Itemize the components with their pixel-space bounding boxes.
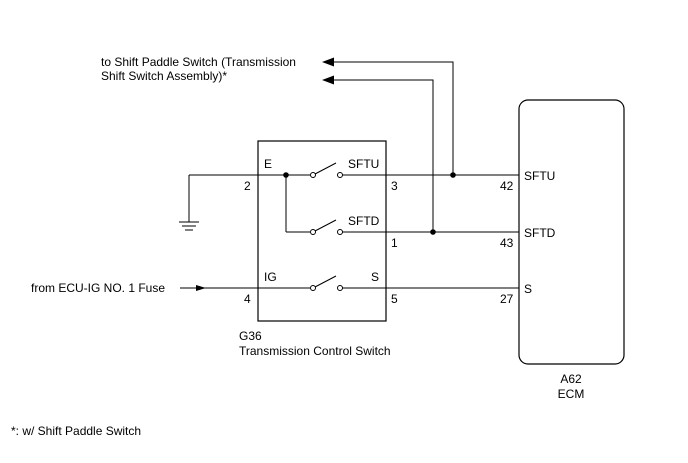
ecm-pin-s: 27 <box>500 292 514 306</box>
paddle-arrow-lower-icon <box>322 75 334 85</box>
ecm-component-name: ECM <box>558 387 585 401</box>
transmission-control-switch-box <box>257 140 387 322</box>
switch-terminal-sftd-label: SFTD <box>348 214 380 228</box>
switch-terminal-e-label: E <box>264 157 272 171</box>
switch-pin-sftu: 3 <box>391 179 398 193</box>
switch-terminal-sftu-label: SFTU <box>348 157 379 171</box>
paddle-arrow-upper-icon <box>322 57 334 67</box>
paddle-branch-lower-wire <box>334 79 434 232</box>
fuse-source-label: from ECU-IG NO. 1 Fuse <box>31 281 165 295</box>
switch-pin-s: 5 <box>391 292 398 306</box>
sftd-switch-icon <box>310 219 343 235</box>
ecm-terminal-s-label: S <box>524 282 532 296</box>
s-switch-icon <box>310 275 343 291</box>
switch-component-code: G36 <box>239 329 262 343</box>
ecm-pin-sftu: 42 <box>500 179 514 193</box>
sftu-switch-icon <box>310 162 343 178</box>
ground-icon <box>179 175 199 231</box>
switch-pin-e: 2 <box>244 179 251 193</box>
switch-terminal-s-label: S <box>371 270 379 284</box>
switch-pin-ig: 4 <box>244 292 251 306</box>
ecm-terminal-sftd-label: SFTD <box>524 226 556 240</box>
ecm-terminal-sftu-label: SFTU <box>524 169 555 183</box>
paddle-note-line2: Shift Switch Assembly)* <box>101 69 227 83</box>
paddle-note-line1: to Shift Paddle Switch (Transmission <box>101 55 296 69</box>
ecm-pin-sftd: 43 <box>500 236 514 250</box>
paddle-branch-upper-wire <box>334 61 454 175</box>
footnote: *: w/ Shift Paddle Switch <box>11 424 141 438</box>
ecm-component-code: A62 <box>560 372 582 386</box>
switch-terminal-ig-label: IG <box>264 270 277 284</box>
fuse-arrow-icon <box>196 285 206 291</box>
switch-pin-sftd: 1 <box>391 236 398 250</box>
switch-component-name: Transmission Control Switch <box>239 344 391 358</box>
